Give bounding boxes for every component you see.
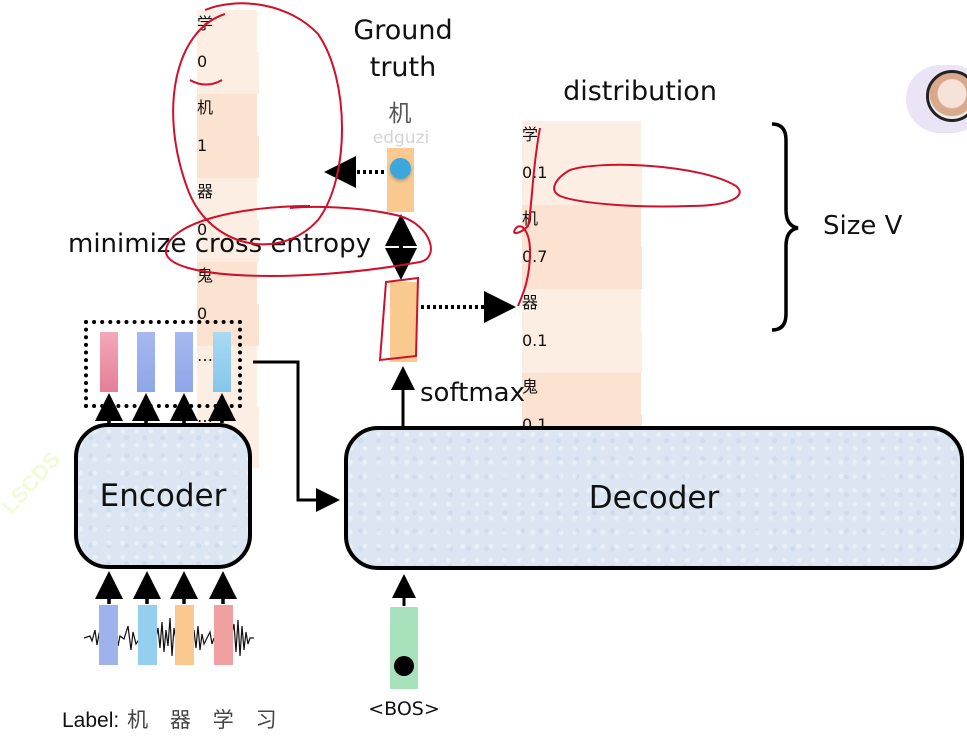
dist-token-cell: 学 [522,121,641,163]
encoder-output-vector [213,332,231,392]
annotation-loop-ce [164,205,432,277]
ground-truth-title-line2: truth [369,52,437,83]
annotation-circle-gt [172,2,343,246]
ground-truth-title: Ground truth [348,12,458,86]
encoder-label: Encoder [99,478,227,514]
ground-truth-title-line1: Ground [353,15,453,46]
presenter-avatar[interactable] [926,70,967,122]
encoder-block: Encoder [74,423,252,569]
dist-token-cell: 鬼 [522,373,641,415]
annotation-oval-ji [553,163,741,208]
bos-label: <BOS> [368,698,440,720]
encoder-output-arrows [95,393,236,423]
encoder-output-vector [137,332,155,392]
size-v-label: Size V [823,211,903,241]
gt-token-cell: 器 [197,178,257,220]
encoder-input-vector [138,605,157,665]
input-label-prefix: Label: [62,709,120,732]
input-label-char: 机 [127,708,149,732]
encoder-input-vector [175,605,194,665]
size-v-brace [771,122,799,332]
decoder-output-vector [390,282,417,362]
red-annotations [164,2,741,362]
annotation-underline [189,79,223,86]
encoder-output-vector [100,332,118,392]
gt-value-cell: 1 [197,136,259,178]
softmax-label: softmax [420,378,525,408]
input-label-char: 学 [212,708,234,732]
dist-value-cell: 0.7 [522,247,642,289]
encoder-input-vector [214,605,233,665]
loss-label: minimize cross entropy [68,229,371,259]
encoder-output-vector [175,332,193,392]
dist-value-cell: 0.1 [522,331,642,373]
annotation-brace-dist [513,127,541,307]
dist-token-cell: 器 [522,289,641,331]
watermark-text: edguzi [372,128,430,148]
decoder-label: Decoder [588,480,720,516]
decoder-block: Decoder [344,426,964,570]
dist-value-cell: 0.1 [522,163,642,205]
input-label: Label: 机 器 学 习 [62,704,277,734]
encoder-input-vector [99,605,118,665]
gt-token-cell: 机 [197,94,257,136]
input-label-char: 习 [255,708,277,732]
gt-value-cell: 0 [197,52,259,94]
input-label-char: 器 [169,708,191,732]
dist-token-cell: 机 [522,205,641,247]
ground-truth-dot [390,158,411,179]
encoder-output-group [84,320,242,408]
annotation-output-box [378,276,420,362]
distribution-title: distribution [563,76,717,107]
gt-token-cell: 学 [197,10,257,52]
encoder-input-arrows [95,571,237,604]
waveform-path [83,617,254,657]
gt-token-cell: 鬼 [197,262,257,304]
bos-dot [394,656,414,676]
encoder-to-decoder-arrow [253,360,340,512]
gt-value-cell: 0 [197,220,259,262]
ground-truth-char: 机 [388,101,412,127]
